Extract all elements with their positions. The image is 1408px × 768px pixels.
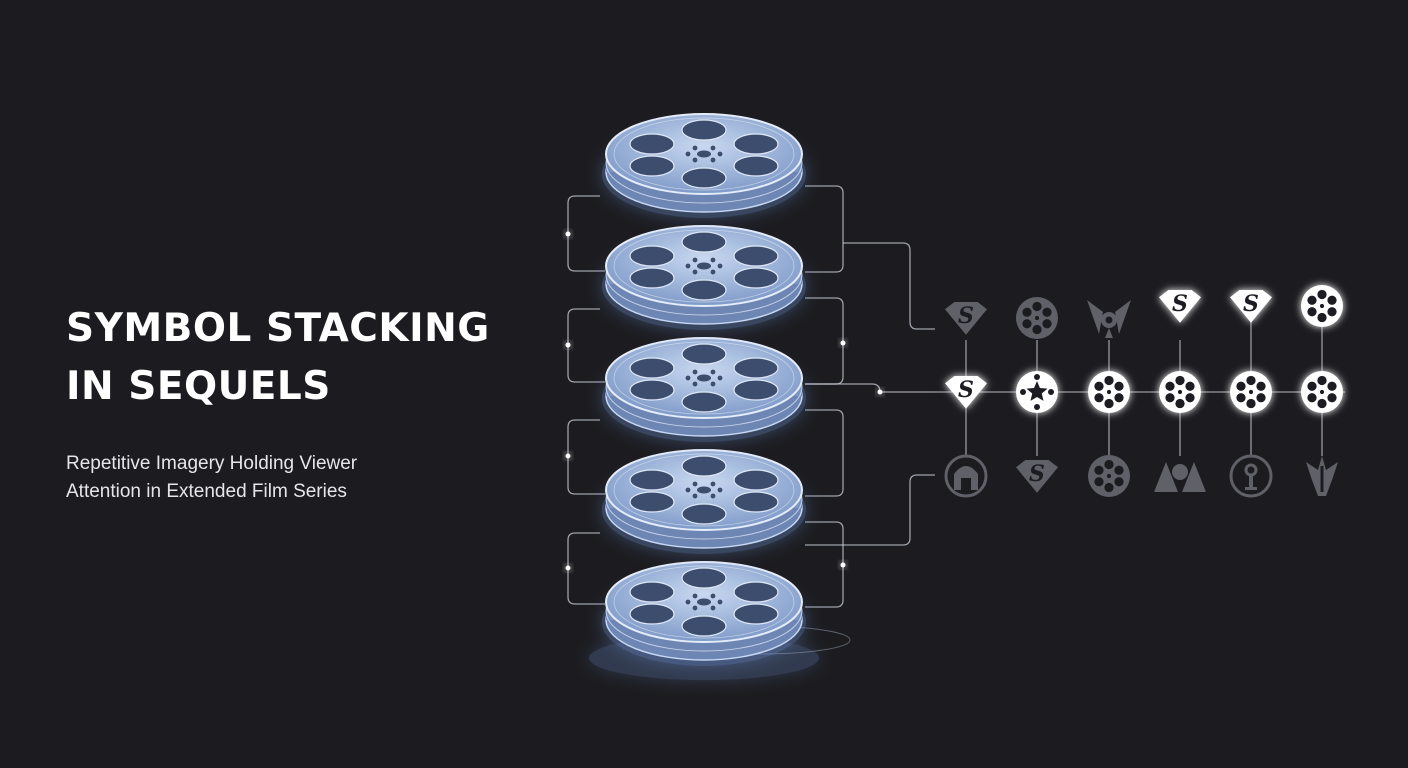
keyhole-emblem-icon — [1229, 454, 1273, 498]
svg-text:S: S — [1172, 291, 1188, 317]
star-reel-icon — [1016, 371, 1058, 413]
superman-shield-icon: S — [1016, 460, 1058, 493]
svg-text:S: S — [1243, 291, 1259, 317]
film-reel-icon — [1088, 371, 1130, 413]
connector-line-11 — [805, 521, 844, 608]
connector-line-10 — [805, 474, 935, 546]
subtitle: Repetitive Imagery Holding Viewer Attent… — [66, 450, 536, 506]
svg-text:S: S — [958, 303, 974, 329]
subtitle-line-1: Repetitive Imagery Holding Viewer — [66, 453, 358, 474]
connector-line-6 — [805, 383, 935, 393]
connector-node — [565, 453, 571, 459]
connector-line-9 — [567, 532, 605, 605]
connector-node — [840, 562, 846, 568]
superman-shield-icon: S — [945, 302, 987, 335]
svg-text:S: S — [1029, 461, 1045, 487]
connector-line-8 — [805, 409, 844, 497]
connector-node — [565, 565, 571, 571]
connector-line-5 — [805, 297, 844, 385]
character-crest-icon — [1087, 300, 1131, 338]
film-reel-icon — [1301, 371, 1343, 413]
triangle-emblem-icon — [1154, 462, 1206, 492]
film-reel-1 — [602, 113, 806, 218]
title-block: SYMBOL STACKING IN SEQUELS Repetitive Im… — [66, 300, 536, 506]
superman-shield-icon: S — [945, 376, 987, 409]
film-reel-icon — [1230, 371, 1272, 413]
leaf-emblem-icon — [1306, 456, 1338, 496]
film-reel-icon — [1301, 285, 1343, 327]
reel-stack — [589, 113, 851, 680]
film-reel-2 — [602, 225, 806, 330]
connector-line-7 — [567, 419, 605, 495]
connector-line-4 — [567, 308, 605, 383]
connector-line-2 — [805, 185, 844, 273]
title-line-1: SYMBOL STACKING — [66, 306, 490, 351]
connector-node — [877, 389, 883, 395]
connector-node — [840, 340, 846, 346]
film-reel-icon — [1088, 455, 1130, 497]
film-reel-3 — [602, 337, 806, 442]
connector-line-3 — [843, 242, 935, 330]
film-reel-4 — [602, 449, 806, 554]
connector-node — [565, 231, 571, 237]
film-reel-icon — [1016, 297, 1058, 339]
subtitle-line-2: Attention in Extended Film Series — [66, 481, 347, 502]
superman-shield-icon: S — [1159, 290, 1201, 323]
film-reel-icon — [1159, 371, 1201, 413]
connector-node — [565, 342, 571, 348]
film-reel-5 — [602, 561, 806, 666]
symbol-grid: S S S S S — [935, 285, 1345, 498]
svg-text:S: S — [958, 377, 974, 403]
connector-lines — [565, 185, 935, 608]
helmet-emblem-icon — [944, 454, 988, 498]
title-line-2: IN SEQUELS — [66, 364, 331, 409]
superman-shield-icon: S — [1230, 290, 1272, 323]
connector-line-1 — [567, 195, 605, 272]
